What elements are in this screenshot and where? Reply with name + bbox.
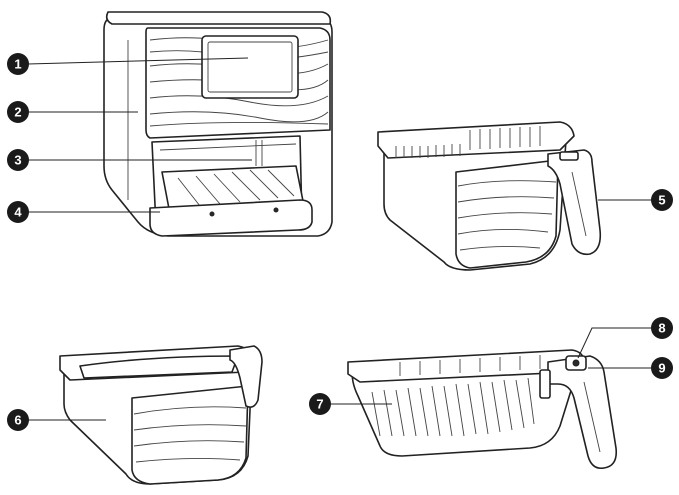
callout-2: 2 (7, 101, 29, 123)
callout-8: 8 (651, 317, 673, 339)
callout-6: 6 (7, 409, 29, 431)
svg-text:5: 5 (658, 193, 665, 208)
housing-lid (107, 12, 331, 24)
svg-text:3: 3 (14, 153, 21, 168)
drawer6-front (132, 386, 248, 484)
svg-text:9: 9 (658, 361, 665, 376)
svg-text:8: 8 (658, 321, 665, 336)
drawer-only (60, 346, 262, 484)
svg-text:2: 2 (14, 105, 21, 120)
svg-text:4: 4 (14, 205, 22, 220)
callout-4: 4 (7, 201, 29, 223)
control-display (202, 36, 298, 98)
callout-1: 1 (7, 53, 29, 75)
callout-3: 3 (7, 149, 29, 171)
leader-8 (578, 328, 660, 358)
svg-text:1: 1 (14, 57, 21, 72)
svg-text:6: 6 (14, 413, 21, 428)
drawer-with-basket (378, 122, 600, 270)
basket-only (348, 350, 616, 468)
callout-9: 9 (651, 357, 673, 379)
callout-7: 7 (309, 393, 331, 415)
air-fryer-unit (104, 12, 332, 236)
svg-text:7: 7 (316, 397, 323, 412)
drawer-front (456, 160, 558, 268)
callout-5: 5 (651, 189, 673, 211)
